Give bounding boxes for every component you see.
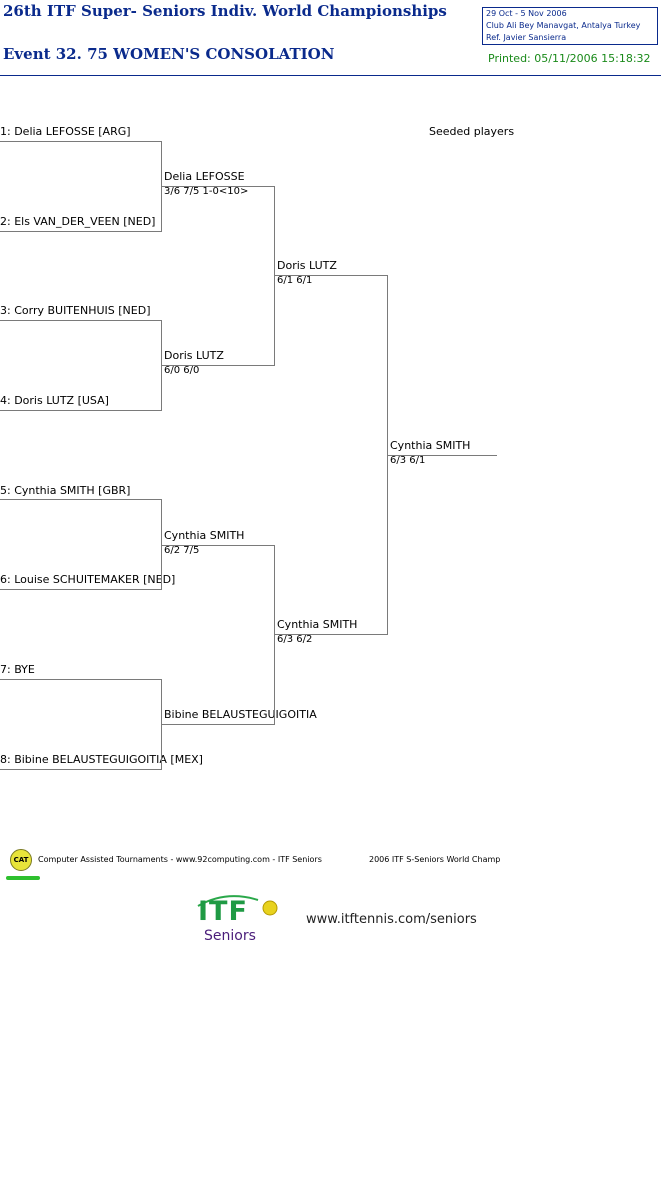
bracket-connector: [274, 545, 275, 725]
draw-entry-1: 1: Delia LEFOSSE [ARG]: [0, 125, 131, 138]
draw-line: [0, 410, 162, 411]
round3-winner: Doris LUTZ: [277, 259, 337, 272]
info-venue: Club Ali Bey Manavgat, Antalya Turkey: [486, 21, 641, 30]
round3-score: 6/1 6/1: [277, 275, 313, 286]
event-title: Event 32. 75 WOMEN'S CONSOLATION: [3, 45, 335, 63]
itf-seniors-logo: ITF Seniors: [196, 892, 286, 948]
bracket-connector: [161, 499, 162, 590]
bracket-connector: [161, 141, 162, 232]
draw-line: [0, 679, 162, 680]
draw-entry-8: 8: Bibine BELAUSTEGUIGOITIA [MEX]: [0, 753, 203, 766]
printed-timestamp: Printed: 05/11/2006 15:18:32: [488, 52, 651, 65]
bracket-connector: [274, 186, 275, 366]
round2-score: 6/0 6/0: [164, 365, 200, 376]
draw-line: [162, 365, 275, 366]
footer-cat-text: Computer Assisted Tournaments - www.92co…: [38, 855, 322, 864]
draw-line: [162, 724, 275, 725]
draw-line: [0, 589, 162, 590]
draw-line: [162, 186, 275, 187]
footer-champ-text: 2006 ITF S-Seniors World Champ: [369, 855, 501, 864]
info-referee: Ref. Javier Sansierra: [486, 33, 567, 42]
itf-logo-text: ITF: [198, 896, 248, 927]
info-dates: 29 Oct - 5 Nov 2006: [486, 9, 567, 18]
cat-logo-icon: CAT: [10, 849, 32, 871]
draw-line: [0, 499, 162, 500]
round2-score: 3/6 7/5 1-0<10>: [164, 186, 249, 197]
round3-winner: Cynthia SMITH: [277, 618, 358, 631]
round2-score: 6/2 7/5: [164, 545, 200, 556]
draw-line: [0, 231, 162, 232]
draw-line: [388, 455, 497, 456]
round3-score: 6/3 6/2: [277, 634, 313, 645]
draw-entry-7: 7: BYE: [0, 663, 35, 676]
tournament-info-box: 29 Oct - 5 Nov 2006 Club Ali Bey Manavga…: [482, 7, 658, 45]
seniors-logo-text: Seniors: [204, 928, 256, 944]
round2-winner: Cynthia SMITH: [164, 529, 245, 542]
bracket-connector: [161, 679, 162, 770]
round2-winner: Delia LEFOSSE: [164, 170, 245, 183]
draw-line: [0, 141, 162, 142]
seeded-players-label: Seeded players: [429, 125, 515, 138]
round2-winner: Bibine BELAUSTEGUIGOITIA: [164, 708, 317, 721]
bracket-connector: [161, 320, 162, 411]
cat-logo-underline: [6, 876, 40, 880]
final-score: 6/3 6/1: [390, 455, 426, 466]
draw-line: [0, 320, 162, 321]
draw-entry-4: 4: Doris LUTZ [USA]: [0, 394, 109, 407]
draw-line: [275, 634, 388, 635]
itf-url-text: www.itftennis.com/seniors: [306, 912, 477, 927]
round2-winner: Doris LUTZ: [164, 349, 224, 362]
final-winner: Cynthia SMITH: [390, 439, 471, 452]
itf-arc-icon: [197, 895, 278, 916]
header-divider: [0, 75, 661, 76]
draw-entry-3: 3: Corry BUITENHUIS [NED]: [0, 304, 151, 317]
draw-line: [275, 275, 388, 276]
draw-line: [0, 769, 162, 770]
page-title: 26th ITF Super- Seniors Indiv. World Cha…: [3, 2, 447, 20]
draw-line: [162, 545, 275, 546]
draw-entry-2: 2: Els VAN_DER_VEEN [NED]: [0, 215, 156, 228]
bracket-connector: [387, 275, 388, 635]
draw-entry-6: 6: Louise SCHUITEMAKER [NED]: [0, 573, 176, 586]
draw-entry-5: 5: Cynthia SMITH [GBR]: [0, 484, 131, 497]
